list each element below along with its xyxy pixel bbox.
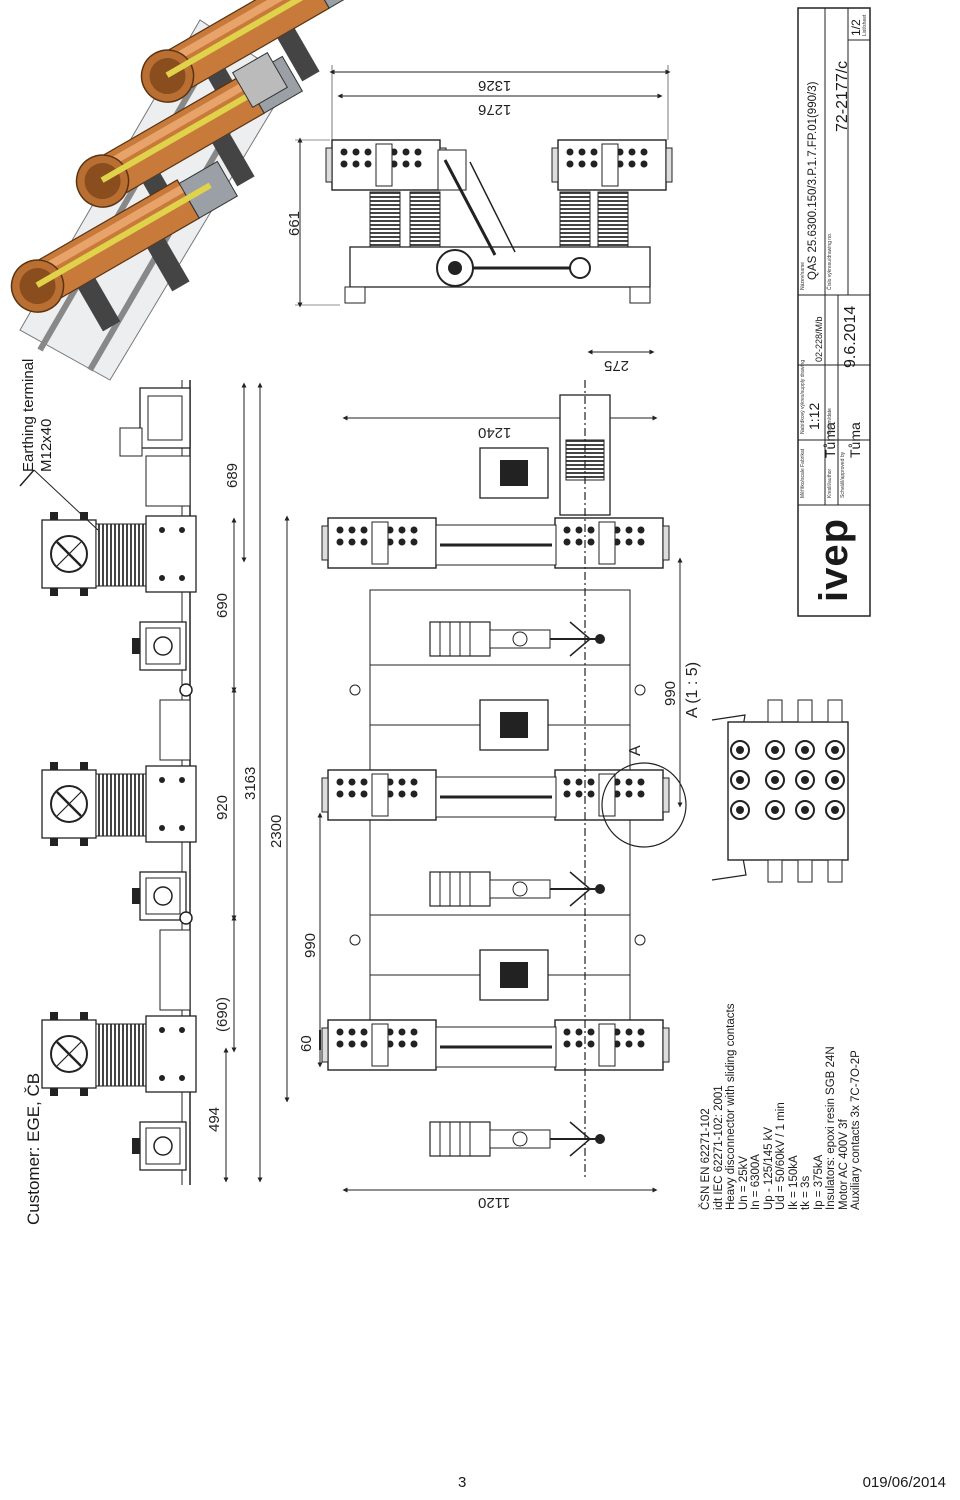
spec-insulators: Insulators: epoxi resin SGB 24N [825,1046,837,1210]
title-block [797,7,871,617]
company-logo: ivep [812,517,856,602]
section-marker-a: A [627,745,644,756]
approved-caption: Schválil/approved by [840,451,846,498]
detail-a-reference: A (1 : 5) [684,661,701,718]
date-value: 9.6.2014 [842,305,859,368]
earthing-terminal-size: M12x40 [38,418,55,472]
spec-motor: Motor AC 400V 3f [837,1119,850,1210]
sheet-caption: List/sheet [862,14,868,36]
dim-1326: 1326 [478,77,512,94]
dim-2300: 2300 [268,814,285,848]
spec-ik: Ik = 150kA [787,1155,800,1210]
scale-caption: Měřítko/scale Fabrikat [800,448,806,498]
supply-caption: Nabídkový výkres/supply drawing [800,359,806,434]
drawn-caption: Kreslil/author [827,468,833,498]
number-caption: Číslo výkresu/drawing no. [827,232,833,290]
spec-up: Up - 125/145 kV [762,1126,775,1210]
earthing-terminal-label: Earthing terminal [20,358,37,472]
dim-920: 920 [214,794,231,820]
isometric-view [1,0,394,381]
dim-990-right: 990 [662,680,679,706]
spec-ud: Ud = 50/60kV / 1 min [775,1102,787,1210]
dim-275: 275 [604,357,630,374]
spec-aux-contacts: Auxiliary contacts 3x 7C-7O-2P [850,1050,862,1210]
spec-standard: ČSN EN 62271-102 [700,1108,712,1210]
drawing-name: QAS 25.6300.150/3.P.1.7.FP.01(990/3) [807,81,819,280]
dim-3163: 3163 [242,766,259,800]
drawing-number: 72-2177/c [834,60,851,132]
spec-title: Heavy disconnector with sliding contacts [725,1003,737,1210]
detail-a [711,699,849,883]
dim-1120: 1120 [478,1194,511,1211]
dim-60: 60 [298,1035,315,1052]
customer-label: Customer: EGE, ČB [24,1072,43,1225]
spec-ip: Ip = 375kA [812,1154,825,1210]
supply-value: 02-228/M/b [814,316,824,362]
approved-value: Tůma [847,422,863,458]
dim-690: 690 [214,592,231,618]
spec-tk: tk = 3s [800,1175,812,1210]
page-footer: 3 019/06/2014 [0,1470,960,1500]
dim-690-ref: (690) [214,996,231,1032]
spec-standard-idt: idt IEC 62271-102: 2001 [712,1085,725,1210]
spec-in: In = 6300A [750,1154,762,1210]
dim-1276: 1276 [478,101,512,118]
spec-list: ČSN EN 62271-102 idt IEC 62271-102: 2001… [700,1004,863,1210]
dim-689: 689 [224,462,241,488]
side-view [295,65,672,308]
page-number: 3 [458,1474,467,1491]
spec-un: Un = 25kV [737,1155,750,1210]
motor-logos [500,460,528,988]
dim-1240: 1240 [478,424,512,441]
dim-661: 661 [286,210,303,236]
name-caption: Název/name [800,261,806,290]
plan-view [317,349,687,1193]
scale-value: 1:12 [806,402,822,430]
front-elevation [19,380,290,1185]
page-date: 019/06/2014 [862,1474,946,1491]
dim-990-left: 990 [302,932,319,958]
sheet-number: 1/2 [849,19,863,36]
dim-494: 494 [206,1106,223,1132]
date-caption: Datum/date [827,408,833,434]
